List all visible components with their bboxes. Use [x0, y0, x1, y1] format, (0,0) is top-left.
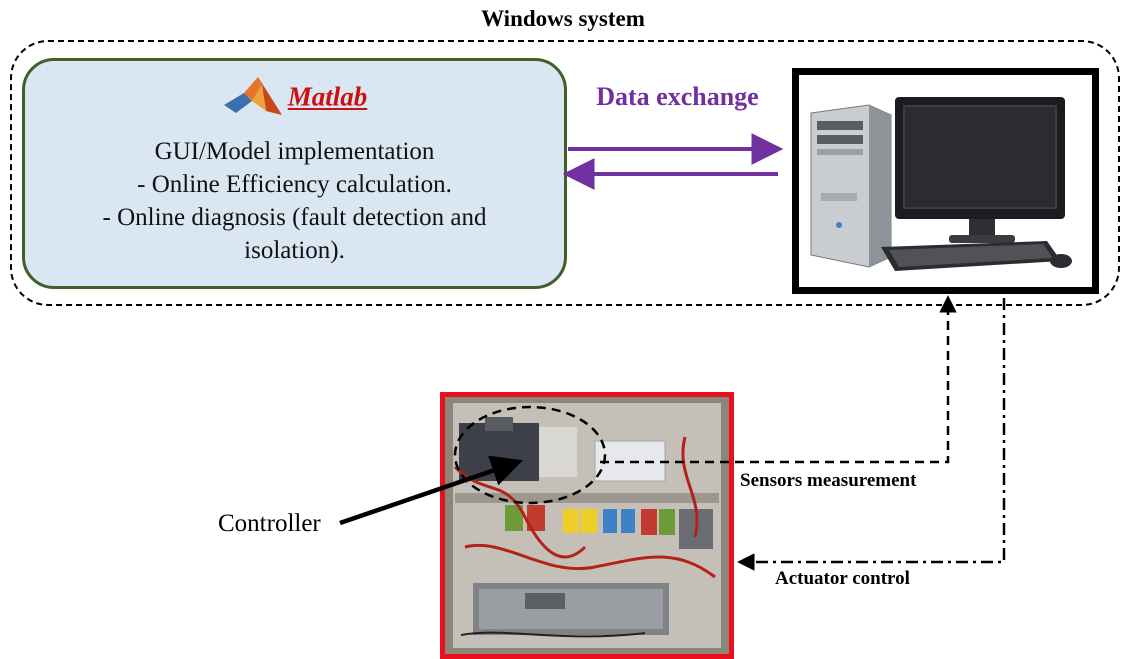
matlab-title: Matlab [287, 81, 368, 112]
matlab-logo-icon [223, 77, 282, 115]
controller-label: Controller [218, 510, 321, 537]
matlab-line-4: isolation). [244, 237, 345, 264]
actuator-control-label: Actuator control [775, 568, 910, 589]
windows-system-boundary [10, 40, 1120, 306]
matlab-header: Matlab [25, 75, 564, 119]
matlab-line-1: GUI/Model implementation [154, 138, 435, 165]
desktop-computer-icon [810, 97, 1072, 271]
matlab-panel: Matlab GUI/Model implementation - Online… [22, 58, 567, 289]
matlab-line-2: - Online Efficiency calculation. [137, 171, 452, 198]
actuator-control-arrow [737, 298, 1006, 571]
sensors-measurement-arrow [600, 295, 957, 464]
controller-pointer-arrow [339, 455, 523, 526]
data-exchange-label: Data exchange [596, 82, 759, 111]
matlab-description: GUI/Model implementation - Online Effici… [25, 135, 564, 267]
controller-highlight-ellipse [453, 405, 607, 505]
matlab-line-3: - Online diagnosis (fault detection and [102, 204, 487, 231]
computer-frame [792, 68, 1099, 294]
windows-system-title: Windows system [481, 6, 645, 31]
sensors-measurement-label: Sensors measurement [740, 470, 917, 491]
control-cabinet-photo [440, 392, 734, 659]
